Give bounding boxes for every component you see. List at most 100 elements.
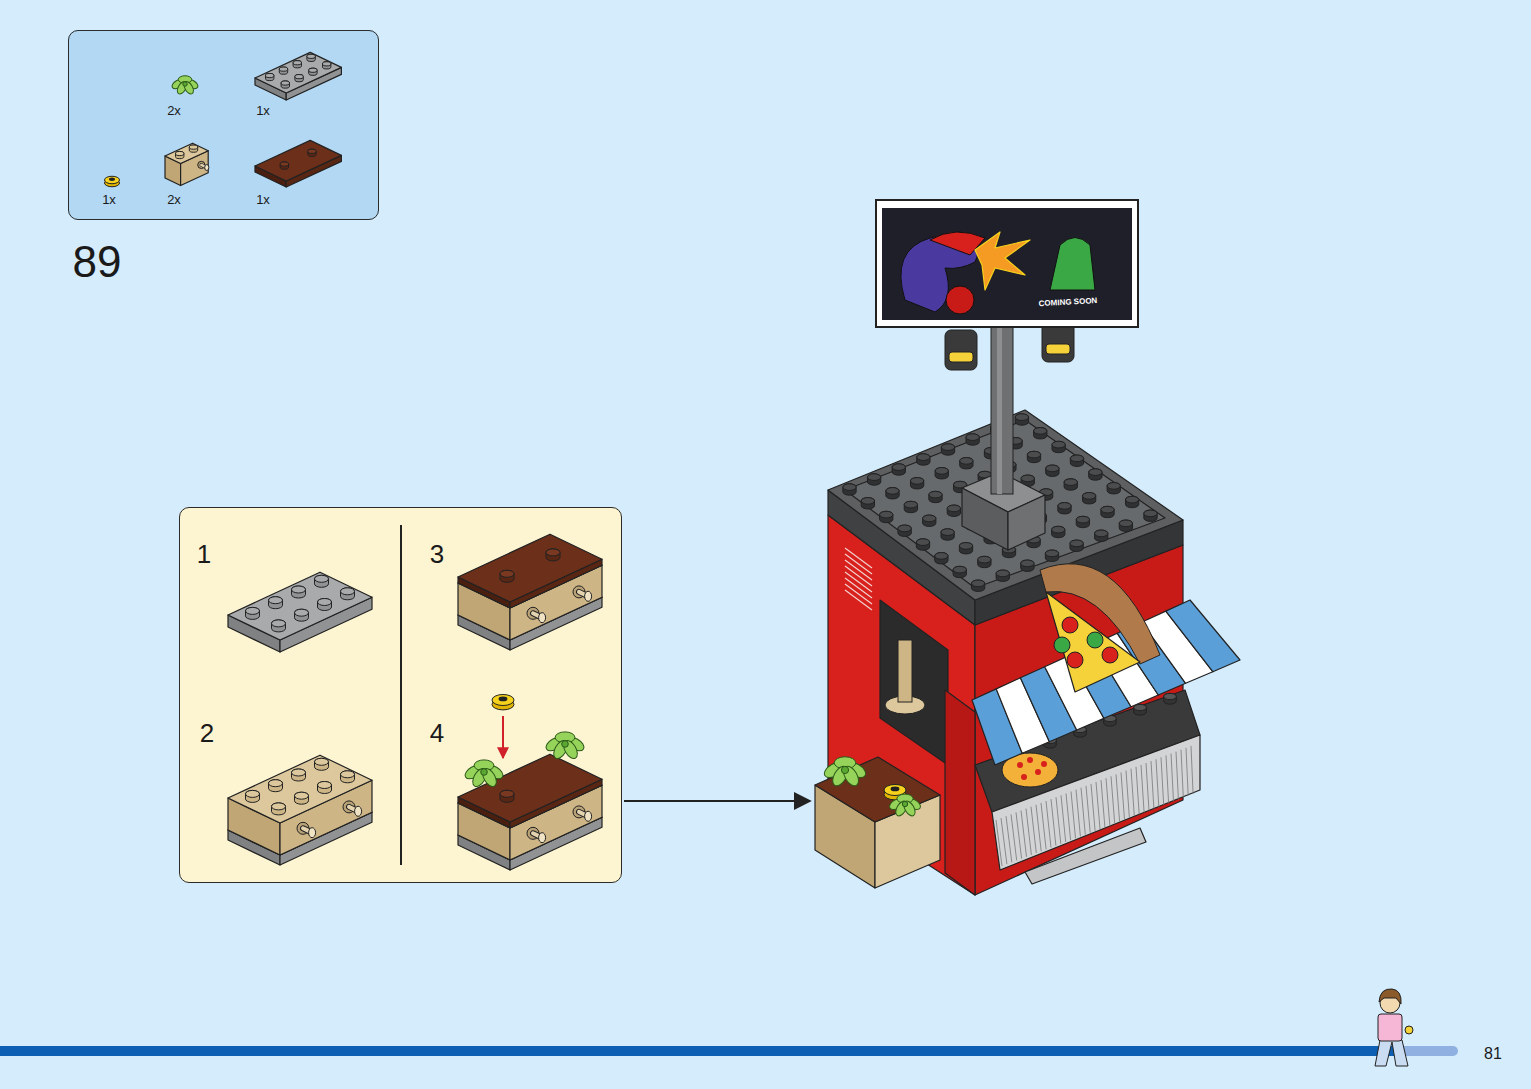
pizza-slice	[1046, 592, 1140, 692]
vent-line	[1076, 790, 1080, 837]
stud-top	[295, 792, 309, 799]
vent-line	[1121, 773, 1125, 820]
vent-line	[1131, 769, 1134, 816]
stud-top	[1076, 516, 1089, 523]
stud-top	[959, 543, 972, 550]
stud-top	[189, 145, 197, 149]
wall-grille	[845, 566, 872, 586]
stud-side	[1144, 510, 1157, 521]
stud-side	[1101, 506, 1114, 517]
pole-base-front	[1008, 495, 1045, 550]
stud-top	[960, 458, 973, 465]
vent-line	[1071, 792, 1076, 839]
pizza-topping	[1035, 769, 1041, 775]
stud-side	[929, 491, 942, 502]
vent-line	[1011, 814, 1017, 860]
spotlight	[945, 330, 977, 370]
stud-side	[867, 474, 880, 485]
figure-torso	[1378, 1014, 1402, 1041]
stud-side	[315, 758, 329, 770]
stud-top	[500, 570, 514, 577]
stud-side	[1076, 516, 1089, 527]
stud-side	[280, 162, 288, 169]
stud-top	[1164, 693, 1177, 699]
brick-top	[255, 52, 341, 93]
stud-top	[293, 61, 301, 65]
stud-side	[189, 145, 197, 152]
stud-top	[1064, 479, 1077, 486]
stud-side	[246, 607, 260, 619]
stud-top	[861, 498, 874, 505]
stud-top	[295, 75, 303, 79]
billboard-frame	[876, 200, 1138, 327]
stud-top	[309, 68, 317, 72]
vent-line	[1161, 757, 1164, 805]
stud-top	[315, 758, 329, 765]
stud-top	[1058, 503, 1071, 510]
vent-line	[996, 820, 1002, 866]
pizza-topping	[1017, 762, 1023, 768]
stud-side	[546, 549, 560, 561]
stud-side	[292, 586, 306, 598]
step-number: 89	[73, 238, 122, 286]
stud-side	[923, 515, 936, 526]
pizza-topping	[1027, 757, 1033, 763]
brick-top	[458, 754, 602, 822]
assembly-arrow	[624, 800, 810, 802]
vent-line	[1126, 771, 1129, 818]
vent-line	[1001, 818, 1007, 864]
part-quantity: 1x	[102, 193, 116, 207]
stud-side	[917, 454, 930, 465]
stud-top	[929, 491, 942, 498]
billboard-panel	[882, 208, 1132, 320]
minifigure	[1375, 989, 1413, 1066]
stud-side	[315, 575, 329, 587]
stud-side	[1125, 496, 1138, 507]
stud-side	[947, 505, 960, 516]
vent-line	[1021, 811, 1027, 857]
vent-line	[1036, 805, 1041, 851]
stud-side	[1089, 469, 1102, 480]
stud-side	[1015, 414, 1028, 425]
stud-side	[1107, 483, 1120, 494]
stud-top	[500, 790, 514, 797]
stud-side	[272, 803, 286, 815]
stud-top	[935, 468, 948, 475]
pizza-sign-topping	[1067, 652, 1083, 668]
stud-top	[281, 81, 289, 85]
stud-top	[917, 454, 930, 461]
stud-side	[892, 464, 905, 475]
stud-side	[1119, 520, 1132, 531]
stud-side	[318, 599, 332, 611]
pizza-topping	[1041, 761, 1047, 767]
stud-side	[1058, 503, 1071, 514]
wall-grille	[845, 548, 872, 568]
stud-side	[978, 556, 991, 567]
pin-end	[585, 811, 592, 821]
placement-arrow	[502, 716, 504, 758]
vent-line	[1116, 774, 1120, 821]
pole-shine	[997, 322, 1002, 494]
stud-side	[246, 790, 260, 802]
stud-top	[1021, 560, 1034, 567]
stud-side	[1095, 530, 1108, 541]
billboard-hero	[1050, 238, 1095, 291]
substep-number: 2	[200, 719, 214, 748]
stud-top	[318, 599, 332, 606]
stud-side	[318, 782, 332, 794]
stud-side	[176, 151, 184, 158]
pizza-topping	[1021, 774, 1027, 780]
stud-top	[966, 434, 979, 441]
vent-line	[1111, 776, 1115, 823]
vent-line	[1156, 759, 1159, 807]
vent-line	[1181, 750, 1183, 798]
vent-line	[1176, 752, 1178, 800]
stud-side	[941, 444, 954, 455]
stud-side	[1064, 479, 1077, 490]
pole-base-side	[962, 488, 1008, 550]
stud-top	[292, 586, 306, 593]
window-opening	[880, 600, 948, 765]
stud-top	[923, 515, 936, 522]
stud-top	[1070, 540, 1083, 547]
